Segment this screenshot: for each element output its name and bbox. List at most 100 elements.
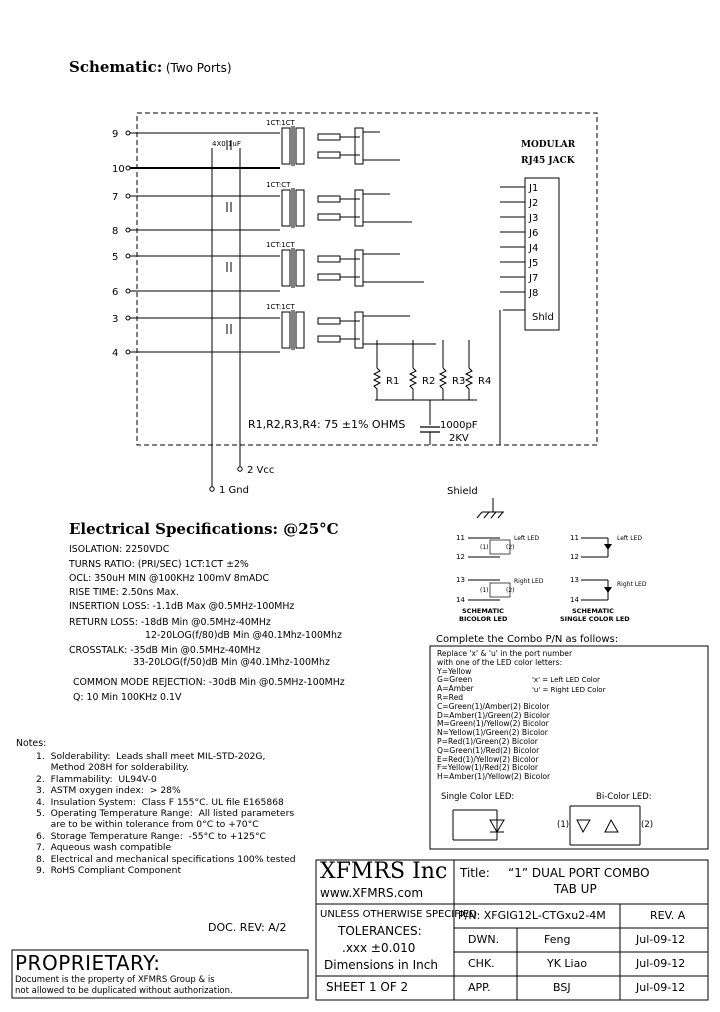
chk-date: Jul-09-12 [636,957,686,970]
combo-code: R=Red [437,692,464,702]
cap-label: 4X0.1uF [212,140,241,148]
resistor-label: R3 [452,376,465,387]
chk-name: YK Liao [547,957,588,970]
combo-code: A=Amber [437,684,474,694]
combo-text: Replace 'x' & 'u' in the port number wit… [437,649,573,782]
transformer-ratio: 1CT:1CT [266,119,296,127]
schematic-boundary [136,112,598,446]
dwn-role: DWN. [468,933,500,946]
jack-pin-label: J2 [528,198,538,209]
combo-mark-1: (1) [557,820,570,830]
sled-pin-13: 13 [570,576,579,584]
gnd-label: 1 Gnd [219,485,249,496]
combo-code: P=Red(1)/Green(2) Bicolor [437,736,538,746]
hv-cap-value: 1000pF [440,420,478,431]
pin-number: 7 [112,192,118,203]
led-pin-12: 12 [456,553,465,561]
jack-pin-label: Shld [532,312,554,323]
combo-u-note: 'u' = Right LED Color [532,686,606,694]
proprietary-box [11,949,309,999]
single-caption-1: SCHEMATIC [572,607,614,615]
elec-line-7: 12-20LOG(f/80)dB Min @40.1Mhz-100Mhz [145,630,342,641]
jack-pin-label: J1 [528,183,538,194]
schematic-heading: Schematic: (Two Ports) [69,58,232,76]
elec-line-6: RETURN LOSS: -18dB Min @0.5MHz-40MHz [69,617,271,628]
title-block-grid [315,859,709,1001]
elec-line-8: CROSSTALK: -35dB Min @0.5MHz-40MHz [69,645,261,656]
pin-number: 10 [112,164,125,175]
bicolor-led-schematic: 11 12 (1) (2) Left LED 13 14 (1) (2) Rig… [456,534,544,623]
resistor-label: R1 [386,376,399,387]
combo-bicolor-label: Bi-Color LED: [596,792,652,802]
combo-code: M=Green(1)/Yellow(2) Bicolor [437,719,549,729]
single-led-schematic: 11 12 Left LED 13 14 Right LED SCHEMATIC… [560,534,647,623]
jack-pin-label: J7 [528,273,538,284]
elec-line-10: COMMON MODE REJECTION: -30dB Min @0.5MHz… [73,677,345,688]
note-item: 1. Solderability: Leads shall meet MIL-S… [36,751,266,762]
sled-pin-14: 14 [570,596,579,604]
combo-intro-1: Replace 'x' & 'u' in the port number [437,649,573,658]
jack-box [524,177,560,331]
elec-line-4: RISE TIME: 2.50ns Max. [69,587,179,598]
tolerances: TOLERANCES: [338,924,422,938]
pin-number: 6 [112,287,118,298]
combo-code: Y=Yellow [437,666,472,676]
jack-pin-label: J8 [528,288,538,299]
app-role: APP. [468,981,491,994]
combo-x-note: 'x' = Left LED Color [532,676,600,684]
pin-number: 5 [112,252,118,263]
title-label: Title: [460,866,490,880]
bicolor-caption-2: BICOLOR LED [459,615,508,623]
proprietary-title: PROPRIETARY: [15,951,161,975]
transformer-ratio: 1CT:CT [266,181,291,189]
note-item: 6. Storage Temperature Range: -55°C to +… [36,830,266,842]
notes-heading: Notes: [16,738,47,749]
note-item: 2. Flammability: UL94V-0 [36,773,157,785]
dwn-name: Feng [544,933,571,946]
shield-label: Shield [447,486,478,497]
combo-single-label: Single Color LED: [441,792,515,802]
pin-number: 8 [112,226,118,237]
app-date: Jul-09-12 [636,981,686,994]
vcc-label: 2 Vcc [247,465,274,476]
combo-code: Q=Green(1)/Red(2) Bicolor [437,745,540,755]
jack-pin-label: J4 [528,243,538,254]
jack-title-1: MODULAR [521,140,576,150]
combo-mark-2: (2) [641,820,654,830]
transformer-ratio: 1CT:1CT [266,303,296,311]
revision: REV. A [650,909,686,922]
jack-pin-label: J5 [528,258,538,269]
jack-pin-label: J6 [528,228,538,239]
jack-title-2: RJ45 JACK [521,156,576,166]
pin-number: 3 [112,314,118,325]
sled-pin-11: 11 [570,534,579,542]
single-right-led: Right LED [617,581,647,588]
sled-pin-12: 12 [570,553,579,561]
title-line-2: TAB UP [554,882,597,896]
note-item: 9. RoHS Compliant Component [36,865,182,877]
resistor-spec: R1,R2,R3,R4: 75 ±1% OHMS [248,418,405,431]
combo-code: N=Yellow(1)/Green(2) Bicolor [437,728,548,738]
elec-line-11: Q: 10 Min 100KHz 0.1V [73,692,182,703]
sheet-number: SHEET 1 OF 2 [326,980,409,994]
dimensions-unit: Dimensions in Inch [324,958,438,972]
single-left-led: Left LED [617,535,642,542]
doc-rev: DOC. REV: A/2 [208,921,287,934]
led-pin-14: 14 [456,596,465,604]
elec-line-9: 33-20LOG(f/50)dB Min @40.1Mhz-100Mhz [133,657,330,668]
app-name: BSJ [553,981,571,994]
note-item: 5. Operating Temperature Range: All list… [36,808,295,820]
elec-line-3: OCL: 350uH MIN @100KHz 100mV 8mADC [69,573,270,584]
company-website[interactable]: www.XFMRS.com [320,886,424,900]
note-item: 8. Electrical and mechanical specificati… [36,853,296,865]
note-item: are to be within tolerance from 0°C to +… [36,819,259,831]
schematic-title: Schematic: [69,58,163,76]
bicolor-mark-2: (2) [506,544,515,551]
tolerance-value: .xxx ±0.010 [342,941,416,955]
bicolor-mark-2b: (2) [506,587,515,594]
